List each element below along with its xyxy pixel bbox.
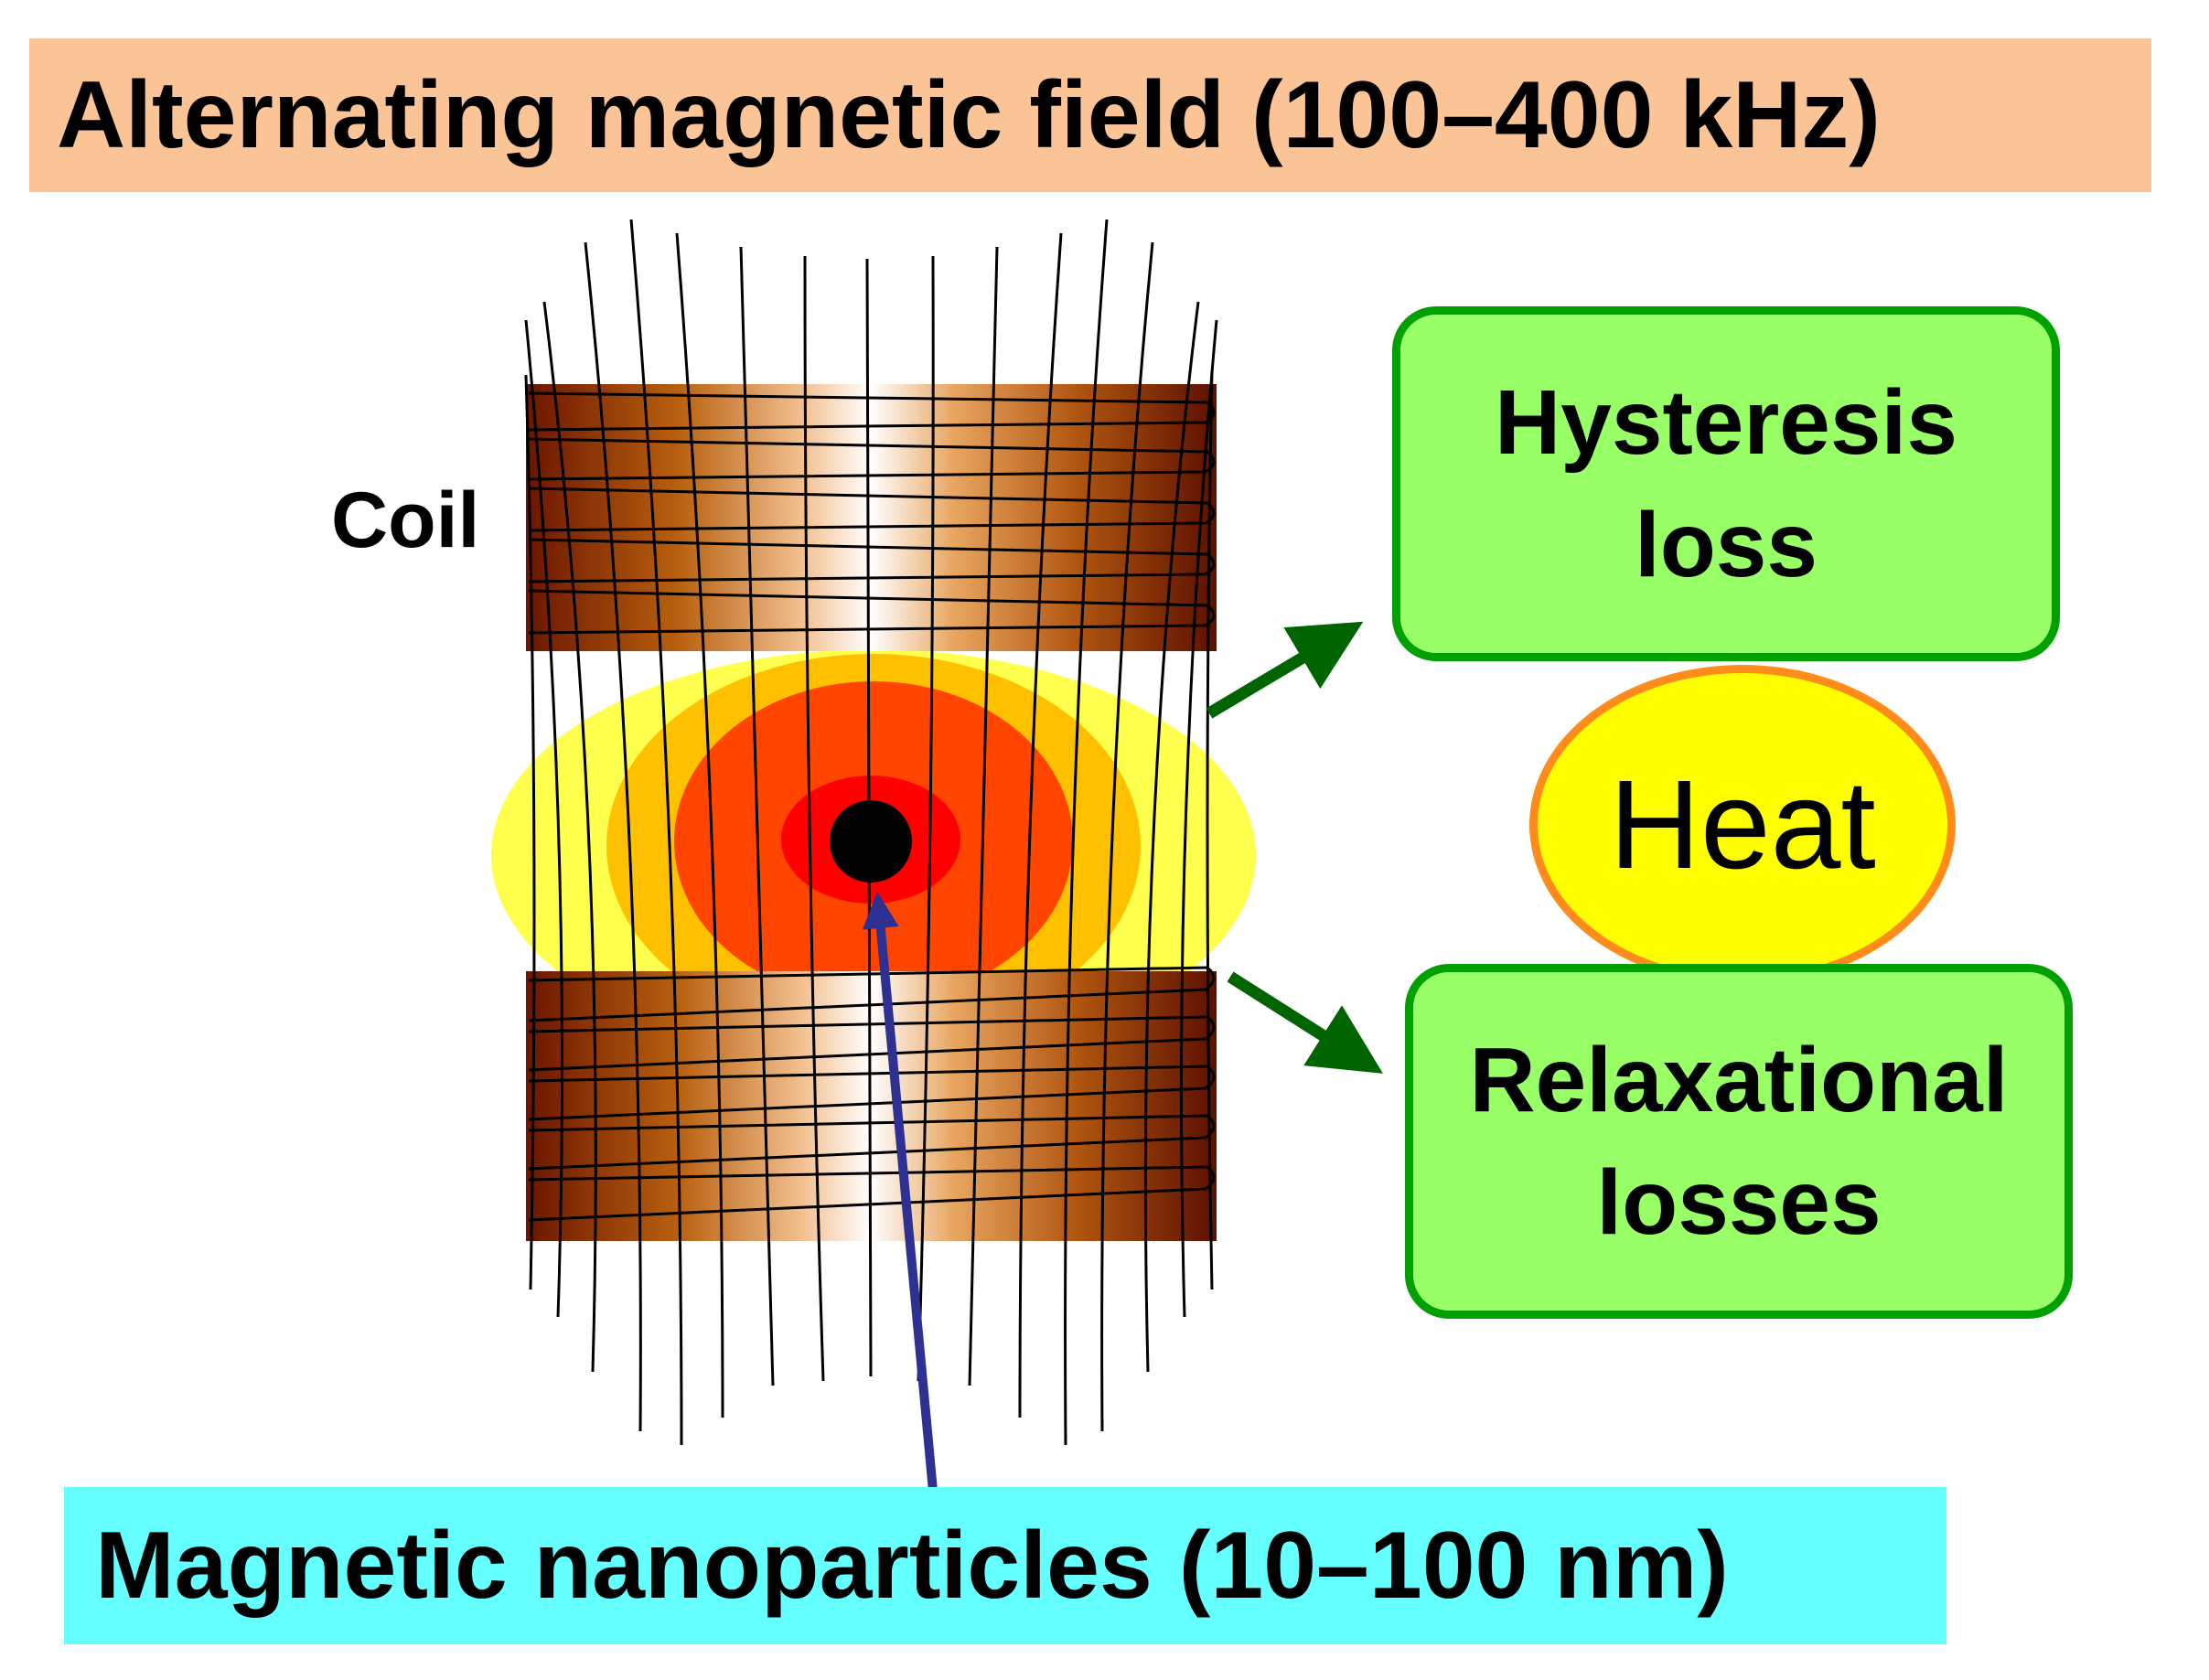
coil-windings xyxy=(528,391,1216,1222)
title-banner: Alternating magnetic field (100–400 kHz) xyxy=(29,38,2151,192)
relaxational-line-1: Relaxational xyxy=(1469,1029,2009,1131)
hysteresis-loss-box: Hysteresis loss xyxy=(1392,306,2060,661)
nanoparticles-text: Magnetic nanoparticles (10–100 nm) xyxy=(95,1512,1729,1619)
hysteresis-line-1: Hysteresis xyxy=(1495,371,1957,474)
nanoparticles-banner: Magnetic nanoparticles (10–100 nm) xyxy=(64,1487,1946,1644)
relaxational-losses-box: Relaxational losses xyxy=(1405,964,2073,1319)
magnetic-field-lines xyxy=(524,219,1218,1446)
arrow-to-hysteresis xyxy=(1206,621,1364,719)
coil-label: Coil xyxy=(331,476,480,564)
nanoparticle-dot xyxy=(830,800,912,883)
hysteresis-line-2: loss xyxy=(1634,494,1818,596)
arrow-to-nanoparticle xyxy=(862,892,938,1492)
arrow-to-relaxational xyxy=(1227,971,1383,1074)
heat-ellipse: Heat xyxy=(1529,665,1956,985)
title-text: Alternating magnetic field (100–400 kHz) xyxy=(57,61,1881,168)
heat-label: Heat xyxy=(1609,754,1876,895)
relaxational-line-2: losses xyxy=(1596,1151,1882,1254)
